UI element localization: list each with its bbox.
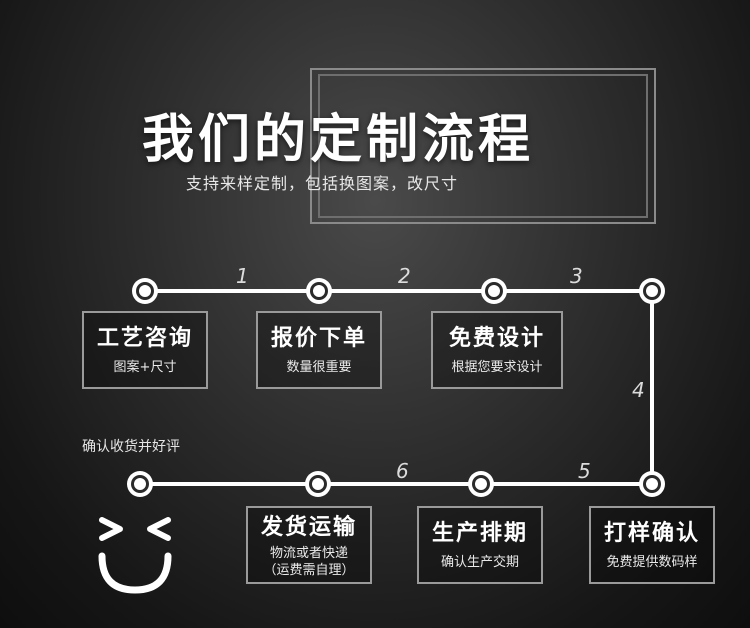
step-number-3: 3 bbox=[570, 264, 583, 288]
flow-lines bbox=[140, 289, 654, 486]
step-number-5: 5 bbox=[578, 459, 591, 483]
step-box-shipping: 发货运输 物流或者快递 （运费需自理） bbox=[246, 506, 372, 584]
step-desc: 图案+尺寸 bbox=[113, 360, 177, 375]
step-desc: 确认生产交期 bbox=[440, 555, 519, 570]
step-desc: 根据您要求设计 bbox=[451, 360, 543, 375]
node-6 bbox=[468, 471, 494, 497]
node-7 bbox=[305, 471, 331, 497]
title-frame-back bbox=[310, 68, 656, 224]
node-4 bbox=[639, 278, 665, 304]
step-title: 工艺咨询 bbox=[96, 326, 193, 351]
step-title: 报价下单 bbox=[270, 326, 367, 351]
step-box-consult: 工艺咨询 图案+尺寸 bbox=[82, 311, 208, 389]
step-box-quote: 报价下单 数量很重要 bbox=[256, 311, 382, 389]
node-3 bbox=[481, 278, 507, 304]
flow-nodes bbox=[127, 278, 665, 497]
step-desc: 免费提供数码样 bbox=[606, 555, 698, 570]
subtitle: 支持来样定制，包括换图案，改尺寸 bbox=[186, 174, 459, 193]
title-frame-front bbox=[318, 74, 648, 218]
step-title: 发货运输 bbox=[260, 515, 357, 540]
step-number-2: 2 bbox=[398, 264, 411, 288]
step-title: 免费设计 bbox=[448, 326, 545, 351]
step-number-6: 6 bbox=[396, 459, 409, 483]
node-2 bbox=[306, 278, 332, 304]
step-title: 打样确认 bbox=[603, 521, 700, 546]
final-note: 确认收货并好评 bbox=[82, 439, 180, 455]
step-number-1: 1 bbox=[236, 264, 249, 288]
step-number-4: 4 bbox=[632, 378, 645, 402]
node-1 bbox=[132, 278, 158, 304]
main-title: 我们的定制流程 bbox=[142, 110, 535, 170]
step-title: 生产排期 bbox=[431, 521, 528, 546]
step-desc-note: （运费需自理） bbox=[263, 563, 355, 578]
smiley-face-icon bbox=[98, 517, 172, 594]
step-box-schedule: 生产排期 确认生产交期 bbox=[417, 506, 543, 584]
step-box-sample: 打样确认 免费提供数码样 bbox=[589, 506, 715, 584]
step-box-design: 免费设计 根据您要求设计 bbox=[431, 311, 563, 389]
node-5 bbox=[639, 471, 665, 497]
node-8 bbox=[127, 471, 153, 497]
step-desc: 数量很重要 bbox=[286, 360, 352, 375]
step-desc: 物流或者快递 bbox=[269, 546, 348, 561]
